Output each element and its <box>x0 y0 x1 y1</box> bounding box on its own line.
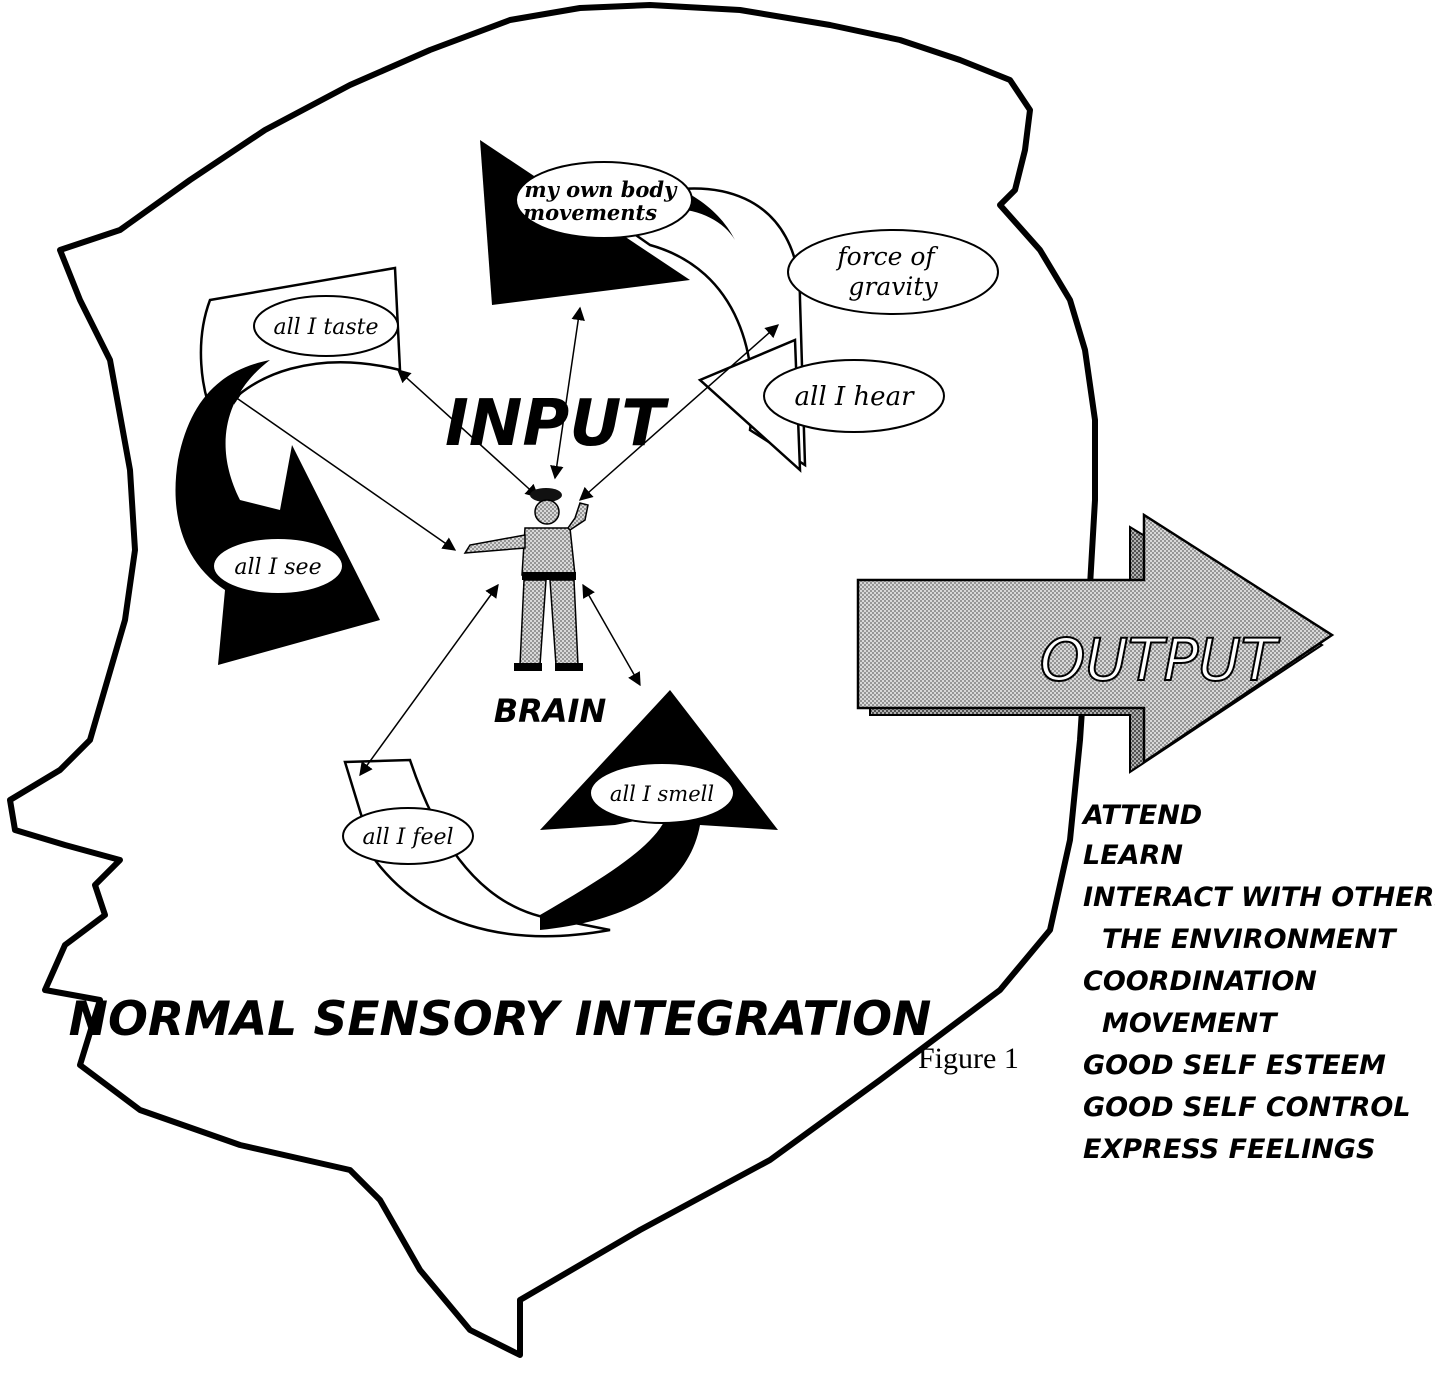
output-item: INTERACT WITH OTHERS & <box>1083 882 1435 913</box>
brain-label: BRAIN <box>494 692 607 730</box>
figure-caption: Figure 1 <box>918 1042 1019 1075</box>
output-item: ATTEND <box>1081 800 1202 831</box>
gravity-line-2: gravity <box>848 272 938 301</box>
output-item: EXPRESS FEELINGS <box>1083 1134 1375 1165</box>
output-label: OUTPUT <box>1040 626 1281 694</box>
svg-text:force of gravity: force of gravity <box>835 242 942 301</box>
output-item: COORDINATION <box>1083 966 1317 997</box>
see-label: all I see <box>234 555 321 580</box>
output-item: THE ENVIRONMENT <box>1102 924 1398 955</box>
output-item: GOOD SELF ESTEEM <box>1083 1050 1386 1081</box>
output-item: MOVEMENT <box>1102 1008 1279 1039</box>
output-item: LEARN <box>1083 840 1183 871</box>
oval-see: all I see <box>212 537 344 595</box>
diagram-title: NORMAL SENSORY INTEGRATION <box>69 992 932 1047</box>
output-arrow: OUTPUT <box>856 512 1335 774</box>
oval-smell: all I smell <box>589 762 735 824</box>
output-item: GOOD SELF CONTROL <box>1083 1092 1411 1123</box>
oval-taste: all I taste <box>253 295 399 357</box>
hear-label: all I hear <box>795 382 916 412</box>
oval-body-movements: my own body movements <box>515 161 693 239</box>
brain-figure <box>463 488 589 671</box>
oval-gravity: force of gravity <box>787 229 999 315</box>
feel-label: all I feel <box>362 825 453 850</box>
body-movements-line-2: movements <box>523 200 657 225</box>
output-list: ATTEND LEARN INTERACT WITH OTHERS & THE … <box>1081 800 1435 1165</box>
taste-label: all I taste <box>274 315 379 340</box>
smell-label: all I smell <box>610 782 714 806</box>
connector-arrows <box>226 306 780 777</box>
oval-feel: all I feel <box>342 807 474 865</box>
body-movements-line-1: my own body <box>524 177 678 202</box>
gravity-line-1: force of <box>835 242 938 271</box>
input-label: INPUT <box>445 387 669 461</box>
svg-text:my own body movements: my own body movements <box>523 177 684 225</box>
oval-hear: all I hear <box>763 359 945 433</box>
